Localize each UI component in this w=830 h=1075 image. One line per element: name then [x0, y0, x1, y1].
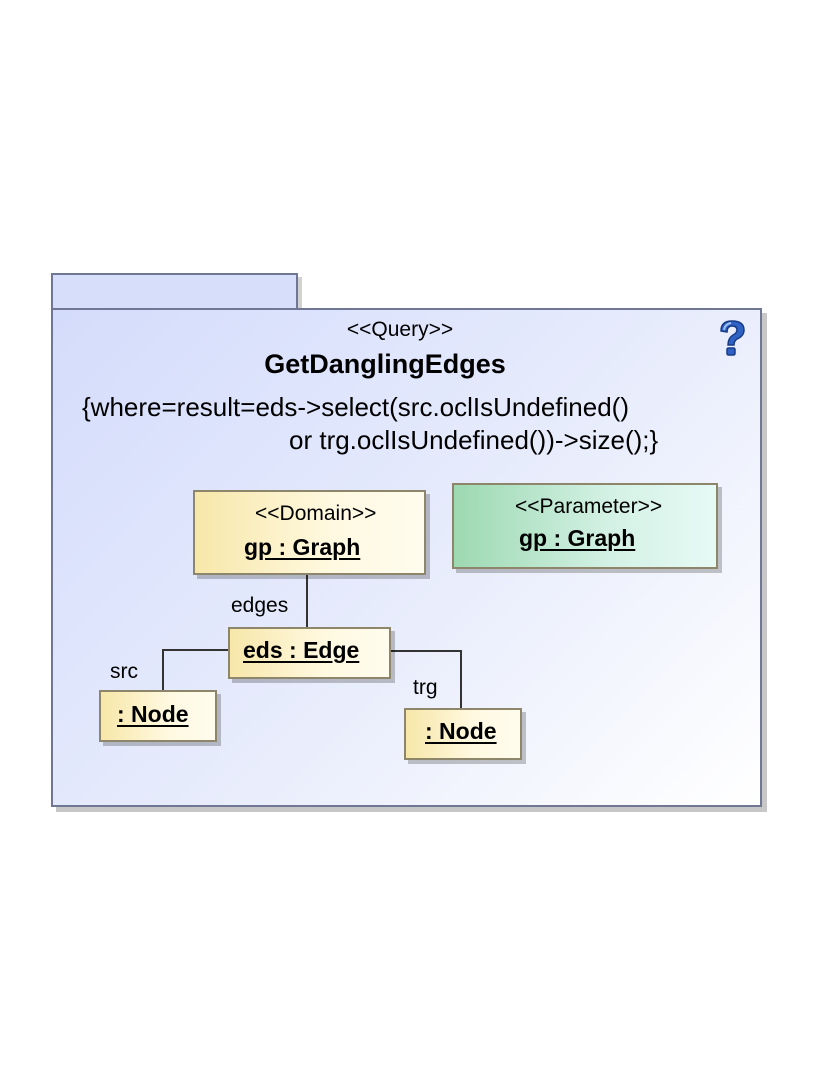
edge-object[interactable]: eds : Edge — [228, 627, 391, 679]
domain-object[interactable]: <<Domain>> gp : Graph — [193, 490, 426, 575]
trg-node-name: : Node — [425, 718, 497, 744]
parameter-object[interactable]: <<Parameter>> gp : Graph — [452, 483, 718, 569]
query-stereotype: <<Query>> — [346, 318, 454, 341]
domain-stereotype: <<Domain>> — [255, 502, 377, 525]
src-node-object[interactable]: : Node — [99, 690, 217, 742]
trg-link — [387, 650, 462, 709]
trg-node-object[interactable]: : Node — [404, 708, 522, 760]
edge-object-name: eds : Edge — [243, 637, 360, 663]
src-link — [162, 649, 228, 694]
package-tab — [51, 273, 298, 309]
constraint-line-1: {where=result=eds->select(src.oclIsUndef… — [82, 392, 629, 422]
trg-role-label: trg — [413, 676, 438, 699]
parameter-stereotype: <<Parameter>> — [515, 495, 663, 518]
question-mark-icon[interactable] — [714, 318, 750, 358]
query-title: GetDanglingEdges — [264, 349, 506, 379]
edges-role-label: edges — [231, 594, 289, 617]
constraint-line-2: or trg.oclIsUndefined())->size();} — [289, 425, 659, 455]
parameter-object-name: gp : Graph — [519, 525, 636, 551]
domain-object-name: gp : Graph — [244, 534, 361, 560]
src-role-label: src — [110, 660, 138, 683]
src-node-name: : Node — [117, 701, 189, 727]
